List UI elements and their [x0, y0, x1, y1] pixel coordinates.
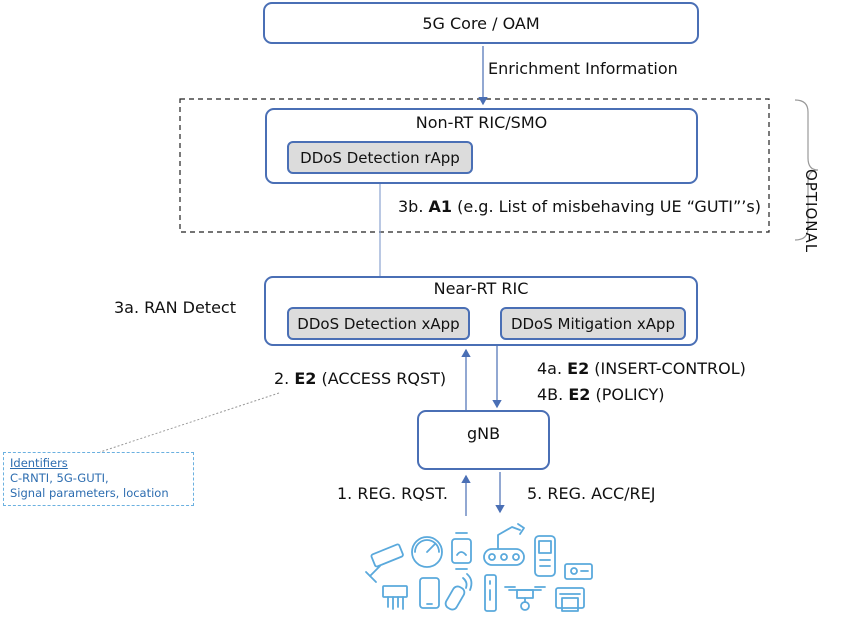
projector-icon — [564, 563, 593, 580]
ran-detect-label: 3a. RAN Detect — [114, 298, 236, 317]
e2-insert-suffix: (INSERT-CONTROL) — [589, 359, 746, 378]
non-rt-ric-title: Non-RT RIC/SMO — [415, 113, 548, 132]
gauge-icon — [411, 536, 443, 568]
gnb-box: gNB — [417, 410, 550, 470]
tablet-icon — [419, 577, 440, 609]
core-oam-box: 5G Core / OAM — [263, 2, 699, 44]
reg-acc-label: 5. REG. ACC/REJ — [527, 484, 656, 503]
robot-arm-icon — [483, 523, 525, 566]
a1-suffix: (e.g. List of misbehaving UE “GUTI”’s) — [452, 197, 761, 216]
speaker-icon — [484, 574, 497, 612]
identifiers-line1: C-RNTI, 5G-GUTI, — [10, 471, 109, 485]
e2-policy-suffix: (POLICY) — [590, 385, 665, 404]
identifiers-leader — [99, 392, 280, 453]
ddos-detection-xapp: DDoS Detection xApp — [287, 307, 470, 340]
enrichment-label: Enrichment Information — [488, 59, 678, 78]
e2-policy-label: 4B. E2 (POLICY) — [537, 385, 665, 404]
drone-icon — [504, 586, 546, 611]
e2-access-suffix: (ACCESS RQST) — [316, 369, 447, 388]
identifiers-line2: Signal parameters, location — [10, 486, 169, 500]
e2-insert-prefix: 4a. — [537, 359, 568, 378]
e2-policy-prefix: 4B. — [537, 385, 569, 404]
ddos-mitigation-xapp: DDoS Mitigation xApp — [500, 307, 686, 340]
car-key-icon — [444, 573, 473, 611]
gnb-label: gNB — [466, 424, 501, 443]
e2-policy-bold: E2 — [568, 385, 591, 404]
e2-access-label: 2. E2 (ACCESS RQST) — [274, 369, 446, 388]
a1-bold: A1 — [428, 197, 453, 216]
identifiers-callout: Identifiers C-RNTI, 5G-GUTI, Signal para… — [3, 452, 194, 506]
near-rt-ric-title: Near-RT RIC — [433, 279, 529, 298]
printer-icon — [555, 587, 585, 612]
shredder-icon — [382, 585, 408, 610]
e2-access-bold: E2 — [294, 369, 317, 388]
a1-label: 3b. A1 (e.g. List of misbehaving UE “GUT… — [398, 197, 761, 216]
reg-rqst-label: 1. REG. RQST. — [337, 484, 448, 503]
core-oam-label: 5G Core / OAM — [422, 14, 540, 33]
cctv-camera-icon — [365, 543, 404, 583]
a1-prefix: 3b. — [398, 197, 429, 216]
optional-region — [179, 98, 770, 233]
e2-insert-bold: E2 — [567, 359, 590, 378]
mobile-phone-icon — [534, 535, 556, 577]
e2-access-prefix: 2. — [274, 369, 295, 388]
identifiers-heading: Identifiers — [10, 456, 68, 470]
ddos-detection-rapp: DDoS Detection rApp — [287, 141, 473, 174]
optional-brace — [794, 99, 819, 241]
smartwatch-icon — [451, 532, 472, 570]
e2-insert-label: 4a. E2 (INSERT-CONTROL) — [537, 359, 746, 378]
